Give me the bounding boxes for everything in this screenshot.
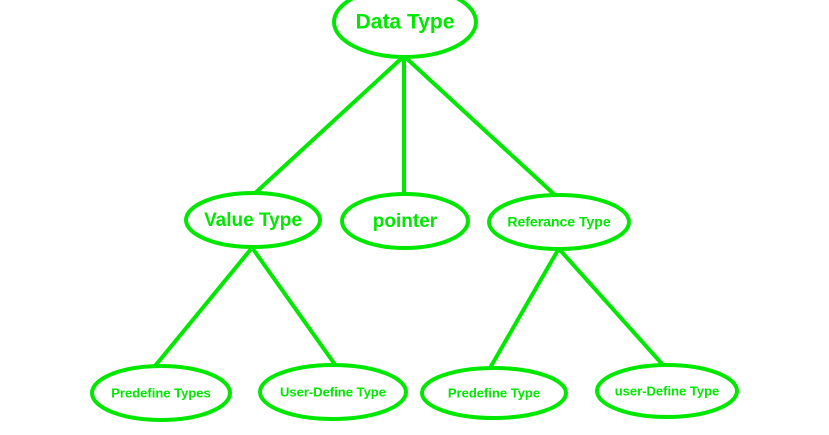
edge-referance-type-to-predefine-type bbox=[488, 249, 560, 369]
node-label-pointer: pointer bbox=[373, 211, 438, 232]
node-shape-predefine-types bbox=[90, 364, 232, 422]
node-user-define-type-right[interactable]: user-Define Type bbox=[595, 363, 739, 419]
node-shape-data-type bbox=[332, 0, 478, 59]
node-shape-value-type bbox=[184, 191, 322, 249]
edge-data-type-to-referance-type bbox=[403, 55, 558, 198]
node-label-data-type: Data Type bbox=[356, 11, 455, 34]
node-user-define-type-left[interactable]: User-Define Type bbox=[258, 363, 408, 421]
edge-value-type-to-user-define-type-left bbox=[251, 247, 338, 368]
node-label-predefine-types: Predefine Types bbox=[111, 385, 210, 400]
edge-value-type-to-predefine-types bbox=[153, 247, 253, 368]
edges-layer bbox=[153, 55, 665, 369]
node-referance-type[interactable]: Referance Type bbox=[487, 193, 631, 251]
edge-data-type-to-value-type bbox=[251, 55, 405, 197]
node-shape-user-define-type-right bbox=[595, 363, 739, 419]
node-value-type[interactable]: Value Type bbox=[184, 191, 322, 249]
node-predefine-type[interactable]: Predefine Type bbox=[420, 366, 568, 420]
node-data-type[interactable]: Data Type bbox=[332, 0, 478, 59]
edge-referance-type-to-user-define-type-right bbox=[558, 248, 665, 367]
node-label-predefine-type: Predefine Type bbox=[448, 385, 540, 400]
node-label-value-type: Value Type bbox=[204, 210, 302, 231]
node-label-user-define-type-left: User-Define Type bbox=[280, 384, 386, 399]
node-label-user-define-type-right: user-Define Type bbox=[615, 383, 720, 398]
node-shape-pointer bbox=[340, 192, 470, 250]
node-label-referance-type: Referance Type bbox=[507, 214, 610, 230]
node-shape-user-define-type-left bbox=[258, 363, 408, 421]
node-shape-predefine-type bbox=[420, 366, 568, 420]
node-shape-referance-type bbox=[487, 193, 631, 251]
node-pointer[interactable]: pointer bbox=[340, 192, 470, 250]
node-predefine-types[interactable]: Predefine Types bbox=[90, 364, 232, 422]
